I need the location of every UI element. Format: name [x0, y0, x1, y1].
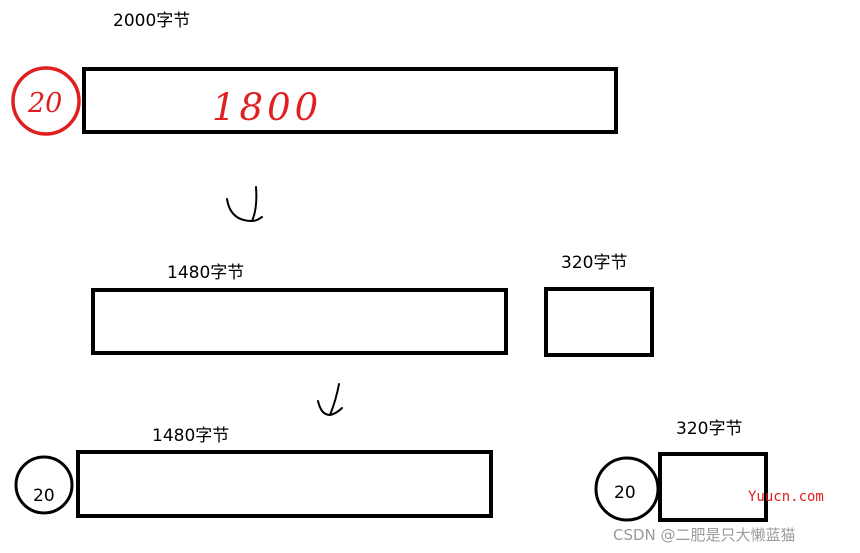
down-arrow-icon [317, 383, 343, 417]
author-watermark: CSDN @二肥是只大懒蓝猫 [613, 526, 796, 544]
stage2-left-fragment-box [91, 288, 508, 355]
down-arrow-icon [226, 186, 263, 223]
stage2-right-fragment-box [544, 287, 654, 357]
stage3-left-header-circle [14, 455, 74, 515]
stage1-payload-value: 1800 [212, 86, 322, 129]
stage2-left-label: 1480字节 [167, 263, 244, 283]
stage1-header-value: 20 [27, 88, 62, 119]
stage3-left-label: 1480字节 [152, 426, 229, 446]
stage2-right-label: 320字节 [561, 253, 627, 273]
stage3-left-header-value: 20 [33, 486, 55, 506]
stage1-header-circle [11, 66, 81, 136]
stage3-right-fragment-box [658, 452, 768, 522]
site-watermark: Yuucn.com [748, 489, 824, 505]
stage1-packet-box [82, 67, 618, 134]
stage3-left-fragment-box [76, 450, 493, 518]
stage3-right-label: 320字节 [676, 419, 742, 439]
stage1-size-label: 2000字节 [113, 11, 190, 31]
stage3-right-header-value: 20 [614, 483, 636, 503]
